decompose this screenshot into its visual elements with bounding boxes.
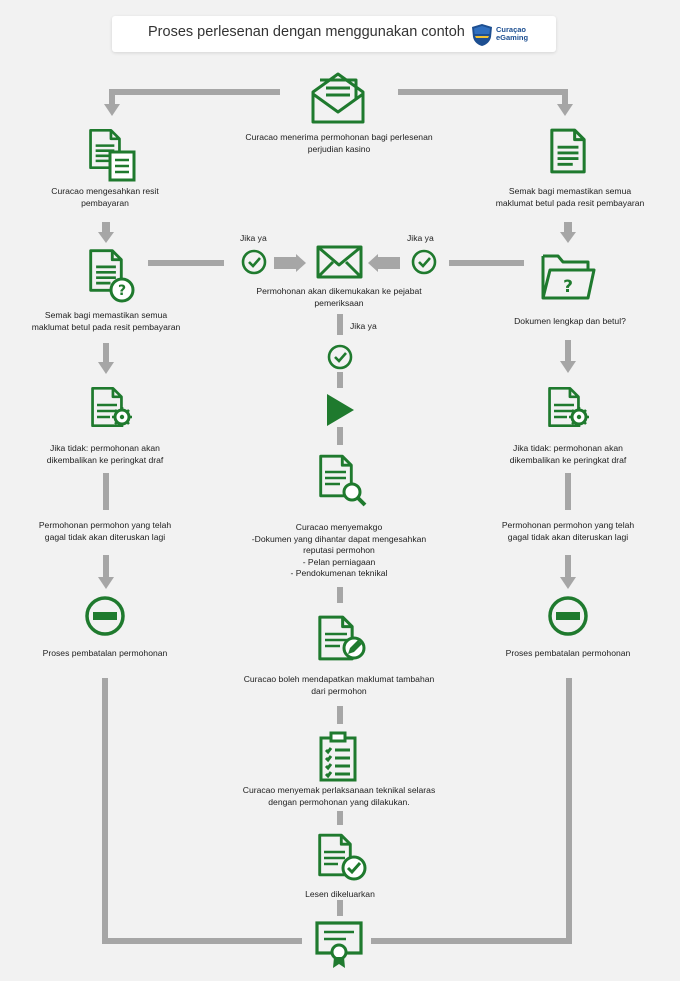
arrowhead-top-right (557, 104, 573, 116)
connector-left-bottom (102, 678, 302, 944)
label-review: Curacao menyemakgo -Dokumen yang dihanta… (251, 522, 427, 578)
logo-line-2: eGaming (496, 33, 529, 42)
arrowhead-right-2 (560, 361, 576, 373)
minus-circle-icon (548, 596, 588, 636)
label-forwarded: Permohonan akan dikemukakan ke pejabat p… (256, 286, 422, 308)
logo-line-1: Curaçao (496, 25, 527, 34)
if-yes-left: Jika ya (240, 233, 267, 243)
if-yes-center: Jika ya (350, 321, 377, 331)
document-search-icon (319, 454, 367, 507)
arrowhead-left-3 (98, 577, 114, 589)
label-left-check: Semak bagi memastikan semua maklumat bet… (31, 310, 181, 332)
documents-icon (89, 128, 136, 182)
document-question-icon: ? (89, 249, 135, 303)
check-circle-icon (241, 249, 267, 275)
label-right-failed: Permohonan permohon yang telah gagal tid… (501, 520, 635, 542)
arrowhead-top-left (104, 104, 120, 116)
connector-vertical-2 (564, 222, 572, 233)
arrowheads (98, 104, 576, 589)
arrowhead-right-1 (560, 232, 576, 243)
envelope-icon (316, 245, 363, 279)
label-right-cancel: Proses pembatalan permohonan (505, 648, 631, 658)
connector-vertical-1 (102, 222, 110, 233)
label-left-failed: Permohonan permohon yang telah gagal tid… (38, 520, 172, 542)
label-more-info: Curacao boleh mendapatkan maklumat tamba… (243, 674, 435, 696)
document-icon (550, 128, 586, 174)
if-yes-right: Jika ya (407, 233, 434, 243)
certificate-icon (315, 921, 363, 968)
minus-circle-icon (85, 596, 125, 636)
document-gear-icon (548, 386, 589, 428)
folder-question-icon: ? (541, 254, 596, 300)
connector-right-bottom (371, 678, 572, 944)
connector-top-right (398, 89, 568, 106)
page-title: Proses perlesenan dengan menggunakan con… (148, 24, 465, 40)
arrowhead-left-1 (98, 232, 114, 243)
connectors (102, 89, 572, 944)
connector-top-left (109, 89, 280, 106)
arrowhead-to-envelope-left (274, 254, 306, 272)
label-left-validate: Curacao mengesahkan resit pembayaran (51, 186, 159, 208)
svg-text:?: ? (118, 283, 126, 299)
document-check-icon (318, 833, 367, 881)
document-gear-icon (91, 386, 132, 428)
label-license: Lesen dikeluarkan (305, 889, 375, 899)
check-circle-icon (327, 344, 353, 370)
label-doc-complete: Dokumen lengkap dan betul? (514, 316, 626, 326)
play-icon (327, 394, 354, 426)
document-edit-icon (318, 615, 366, 661)
svg-text:?: ? (563, 277, 573, 297)
brand-logo-text: Curaçao eGaming (496, 26, 528, 42)
shield-logo-icon (472, 24, 492, 46)
arrowhead-right-3 (560, 577, 576, 589)
label-tech-check: Curacao menyemak perlaksanaan teknikal s… (242, 785, 436, 807)
arrowhead-left-2 (98, 362, 114, 374)
check-circle-icon (411, 249, 437, 275)
label-right-if-no: Jika tidak: permohonan akan dikembalikan… (509, 443, 627, 465)
label-left-if-no: Jika tidak: permohonan akan dikembalikan… (46, 443, 164, 465)
label-right-check: Semak bagi memastikan semua maklumat bet… (495, 186, 645, 208)
clipboard-checklist-icon (319, 731, 357, 782)
arrowhead-to-envelope-right (368, 254, 400, 272)
label-receive: Curacao menerima permohonan bagi perlese… (245, 132, 433, 154)
label-left-cancel: Proses pembatalan permohonan (42, 648, 168, 658)
envelope-open-icon (311, 72, 365, 124)
